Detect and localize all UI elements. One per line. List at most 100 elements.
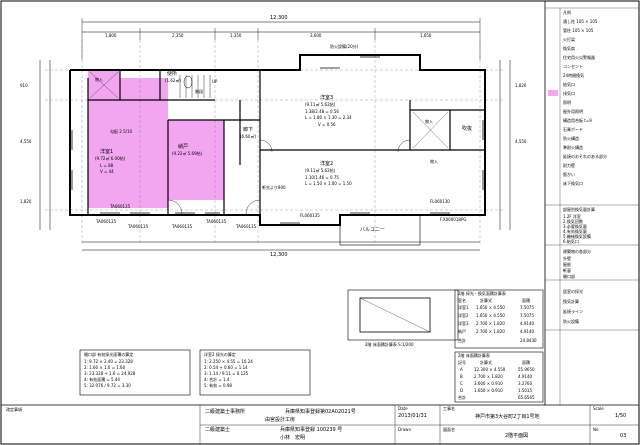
dim-right-2: 4,550 [515, 139, 527, 144]
room-bedroom3-v: V = 0.56 [318, 122, 336, 127]
room-up: UP [212, 79, 218, 84]
room-void: 吹抜 [462, 126, 473, 132]
titleblock-scale-label: Scale [593, 406, 604, 411]
titleblock-no-label: No [593, 427, 599, 432]
legend-section3-row: 軒裏 [563, 268, 571, 273]
titleblock-architect-reg: 兵庫県知事登録 100239 号 [280, 427, 343, 433]
room-closet1: 物入 [95, 77, 103, 82]
room-closet3: 物入 [430, 159, 438, 164]
dim-right-1: 1,820 [515, 83, 527, 88]
window-label-1: TA060135 [96, 219, 117, 224]
legend-section2-row: 1.2F 洋室 [563, 214, 581, 219]
balcony [339, 214, 421, 246]
legend-section3-row: 屋根 [563, 262, 571, 267]
calc-table-header: 計算式 [480, 298, 492, 303]
legend-title: 凡例 [563, 10, 571, 15]
legend-row: 床下換気口 [563, 181, 583, 186]
calc-table-frame [454, 289, 544, 349]
box-b-line: 1: 2.250 × 4.55 = 10.24 [204, 359, 253, 364]
dim-bottom-overall: 12,300 [270, 252, 288, 258]
note-2: 軒先より900 [262, 185, 286, 190]
legend-section3-title: 建築物の各部分 [563, 249, 591, 254]
titleblock-drawing-value: 2階平面図 [505, 433, 529, 439]
room-toilet-name: 便所 [167, 71, 178, 77]
calc-table-cell: 1.650 × 4.550 [476, 305, 505, 310]
highlight-hall [168, 120, 224, 200]
calc-table2-cell: C [460, 381, 463, 386]
legend-row: 筋かい [563, 172, 575, 177]
calc-table-cell: 24.8430 [520, 338, 537, 343]
small-plan-box [347, 289, 459, 341]
calc-table2-cell: 合計 [458, 395, 466, 400]
legend-row: 給気口 [563, 82, 575, 87]
dim-left-2: 4,550 [20, 139, 32, 144]
calc-table2-cell: 65.6565 [518, 395, 535, 400]
legend-row: 屋外用照明 [563, 109, 583, 114]
calc-table2-cell: 55.9650 [518, 367, 535, 372]
calc-table2-cell: B [460, 374, 463, 379]
legend-section4-row: 延焼ライン [563, 309, 583, 314]
box-a-line: 2: 1.60 × 1.0 = 1.60 [84, 365, 126, 370]
box-a-title: 開口部 有効採光面積の算定 [84, 352, 134, 357]
titleblock-architect-name: 小林 宏明 [280, 435, 306, 441]
window-label-8: F.X060018PG [440, 217, 467, 222]
calc-table2-cell: D [460, 388, 464, 393]
calc-table-cell: 洋室1 [458, 305, 469, 310]
highlight-bedroom1 [88, 78, 168, 208]
calc-table2-header: 計算式 [480, 360, 492, 365]
legend-accent [548, 90, 558, 96]
room-bedroom1-calc: L = 88 [100, 163, 114, 168]
titleblock-project-value: 神戸市第3大谷町2丁目1号地 [475, 414, 540, 420]
dim-top-2: 2,350 [172, 33, 184, 38]
box-b-frame [199, 349, 311, 396]
calc-table-cell: 4.9140 [520, 321, 534, 326]
room-hall-area: (6.60㎡) [240, 134, 257, 139]
calc-table-cell: 4.9140 [520, 329, 534, 334]
note-3: 勾配 2.5/10 [110, 129, 133, 134]
room-bedroom1-area: (9.72㎡ 6.00帖) [95, 156, 126, 161]
titleblock-scale-value: 1/50 [615, 413, 627, 419]
room-stairs: 階段 [195, 89, 203, 94]
box-a-line: 1: 9.72 × 2.40 = 23.328 [84, 359, 133, 364]
titleblock-office-label: 二級建築士事務所 [205, 409, 246, 415]
legend-row: 耐力壁 [563, 163, 575, 168]
legend-section4-row: 居室の採光 [563, 289, 583, 294]
calc-table-cell: 2.700 × 1.820 [476, 329, 505, 334]
calc-table2-frame [454, 351, 544, 403]
window-label-9: TA060135 [110, 204, 131, 209]
room-bedroom3-calc1: 1.38/2.48 = 0.56 [305, 109, 339, 114]
legend-row: コンセント [563, 64, 583, 69]
legend-row: 準耐火構造 [563, 145, 583, 150]
window-label-4: TA060135 [206, 219, 227, 224]
calc-table-cell: 7.5075 [520, 305, 534, 310]
calc-table-header: 室名 [458, 298, 466, 303]
calc-table-cell: 7.5075 [520, 313, 534, 318]
legend-row: 防火構造 [563, 136, 579, 141]
legend-row: 石膏ボード [563, 127, 583, 132]
window-label-5: TA060135 [236, 224, 257, 229]
room-bedroom2-calc1: 1.10/1.46 = 0.75 [305, 175, 339, 180]
legend-row: 換気扇 [563, 46, 575, 51]
calc-table2-title: 2階 床面積計算表 [458, 353, 490, 358]
dim-top-3: 1,350 [230, 33, 242, 38]
room-hall-name: 廊下 [243, 127, 254, 133]
titleblock-date-value: 2013/01/31 [398, 413, 427, 419]
room-storage-name: 納戸 [178, 144, 189, 150]
legend-row: 火打梁 [563, 37, 575, 42]
legend-section2-title: 部屋別換気量計算 [563, 207, 595, 212]
titleblock-date-label: Date [398, 406, 408, 411]
calc-table2-cell: 12.300 × 4.550 [474, 367, 506, 372]
dim-top-1: 1,800 [105, 33, 117, 38]
calc-table2-header: 記号 [458, 360, 466, 365]
calc-table2-cell: 1.5015 [518, 388, 532, 393]
legend-section2-row: 3.必要換気量 [563, 224, 587, 229]
footnote: 2階 床面積計算表 S:1/200 [365, 342, 414, 347]
titleblock-office-reg: 兵庫県知事登録第02A02021号 [285, 409, 356, 415]
window-label-6: FL060135 [300, 213, 320, 218]
titleblock-drawn-label: Drawn [398, 427, 411, 432]
dim-left-3: 1,820 [20, 199, 32, 204]
dim-top-4: 3,600 [310, 33, 322, 38]
legend-row: 管柱 105 × 105 [563, 28, 594, 33]
